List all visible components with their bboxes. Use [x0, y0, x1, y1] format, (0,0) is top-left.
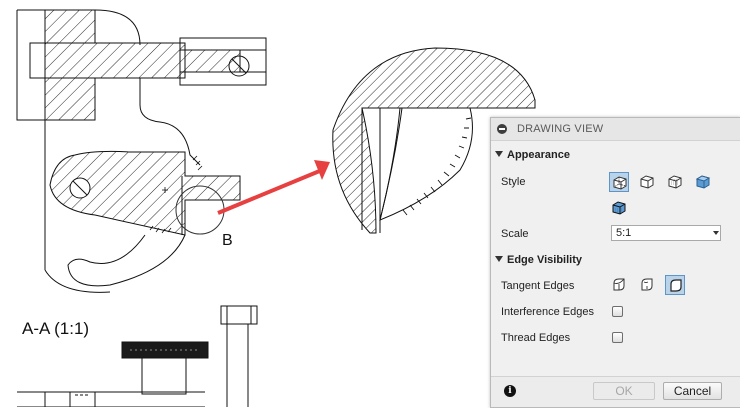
edge-visibility-header-label: Edge Visibility	[507, 254, 582, 266]
info-icon[interactable]: i	[504, 385, 516, 397]
appearance-header-label: Appearance	[507, 149, 570, 161]
style-label: Style	[501, 176, 526, 188]
tangent-edges-off-button[interactable]	[665, 275, 685, 295]
visible-edges-icon	[640, 175, 654, 189]
tangent-edges-short-button[interactable]	[637, 275, 657, 295]
tangent-edges-full-button[interactable]	[609, 275, 629, 295]
section-label-a-a: A-A (1:1)	[22, 319, 90, 338]
style-shaded-visible-edges-button[interactable]	[609, 198, 629, 218]
panel-title: DRAWING VIEW	[517, 123, 604, 135]
style-visible-edges-button[interactable]	[637, 172, 657, 192]
section-view-a-a	[17, 305, 258, 407]
scale-value: 5:1	[616, 227, 632, 239]
panel-footer: i OK Cancel	[491, 376, 740, 407]
thread-edges-checkbox[interactable]	[612, 332, 623, 343]
shaded-with-hidden-edges-icon	[668, 175, 682, 189]
expand-triangle-icon	[495, 151, 503, 157]
scale-dropdown[interactable]: 5:1	[611, 225, 721, 241]
thread-edges-label: Thread Edges	[501, 332, 571, 344]
cancel-button[interactable]: Cancel	[663, 382, 722, 400]
ok-button[interactable]: OK	[593, 382, 655, 400]
detail-view-b	[332, 47, 536, 234]
style-shaded-hidden-edges-button[interactable]	[665, 172, 685, 192]
chevron-down-icon[interactable]	[713, 231, 719, 235]
scale-label: Scale	[501, 228, 529, 240]
edge-visibility-section-header[interactable]: Edge Visibility	[495, 254, 582, 266]
tangent-edges-label: Tangent Edges	[501, 280, 575, 292]
shaded-icon	[695, 175, 711, 189]
detail-leader-arrow	[217, 160, 330, 215]
drawing-view-panel: DRAWING VIEW Appearance Style	[490, 117, 740, 408]
shaded-with-visible-edges-icon	[612, 201, 626, 215]
visible-and-hidden-edges-icon	[613, 176, 627, 190]
style-visible-hidden-edges-button[interactable]	[609, 172, 629, 192]
tangent-short-icon	[641, 278, 653, 291]
tangent-off-icon	[670, 279, 682, 292]
interference-edges-label: Interference Edges	[501, 306, 594, 318]
expand-triangle-icon	[495, 256, 503, 262]
detail-label-b: B	[222, 232, 233, 249]
collapse-icon[interactable]	[497, 124, 507, 134]
panel-header[interactable]: DRAWING VIEW	[491, 118, 740, 141]
style-shaded-button[interactable]	[693, 172, 713, 192]
tangent-full-icon	[613, 278, 625, 291]
section-view-main	[16, 9, 267, 293]
interference-edges-checkbox[interactable]	[612, 306, 623, 317]
appearance-section-header[interactable]: Appearance	[495, 149, 570, 161]
